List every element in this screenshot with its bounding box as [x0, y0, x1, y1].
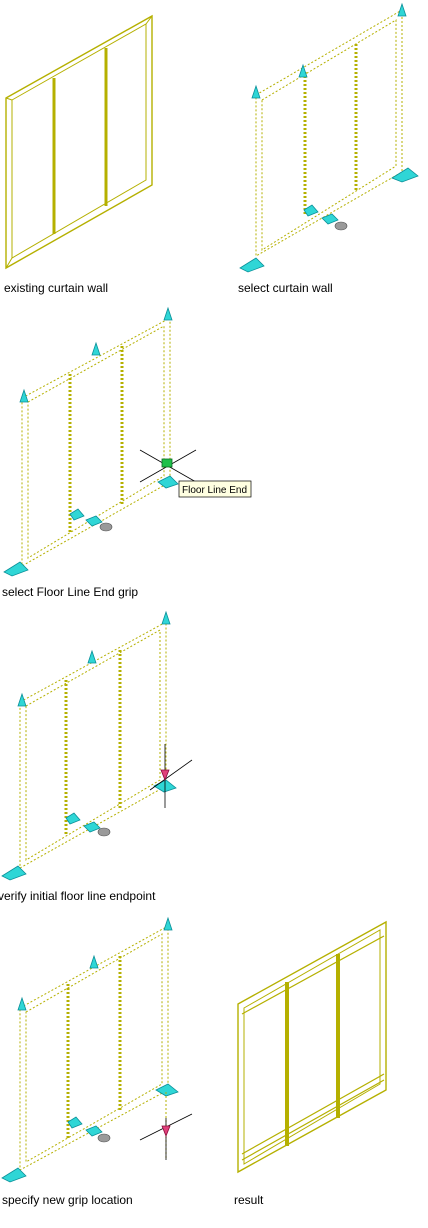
panel-select-curtain-wall	[239, 2, 419, 273]
floor-line-end-grip-hot	[161, 458, 173, 468]
curtain-wall-dashed	[255, 9, 403, 257]
grip-markers	[1, 610, 177, 881]
grip-markers	[3, 306, 179, 577]
tooltip-box	[178, 480, 252, 498]
caption-select-curtain-wall: select curtain wall	[238, 281, 333, 295]
grip-markers	[1, 916, 179, 1183]
caption-existing-curtain-wall: existing curtain wall	[4, 281, 108, 295]
offset-grip	[97, 1133, 111, 1143]
offset-grip	[97, 827, 111, 837]
caption-specify-new-grip-location: specify new grip location	[2, 1193, 133, 1207]
curtain-wall-solid	[5, 14, 153, 270]
crosshair-cursor	[149, 744, 193, 808]
offset-grip	[334, 221, 348, 231]
caption-select-floor-line-end-grip: select Floor Line End grip	[2, 585, 138, 599]
caption-verify-initial-floor-line-endpoint: verify initial floor line endpoint	[0, 889, 156, 903]
curtain-wall-dashed	[19, 621, 167, 869]
panel-verify-initial-floor-line-endpoint	[1, 610, 193, 881]
pick-point-marker	[161, 1125, 171, 1138]
pick-point-marker	[160, 769, 170, 782]
panel-select-floor-line-end-grip: Floor Line End	[3, 306, 252, 577]
grip-markers	[239, 2, 419, 273]
curtain-wall-solid	[237, 920, 387, 1174]
caption-result: result	[234, 1193, 264, 1207]
panel-specify-new-grip-location	[1, 916, 193, 1183]
panel-existing-curtain-wall	[5, 14, 153, 270]
tooltip-floor-line-end: Floor Line End	[182, 485, 247, 496]
offset-grip	[99, 522, 113, 532]
panel-result	[237, 920, 387, 1174]
